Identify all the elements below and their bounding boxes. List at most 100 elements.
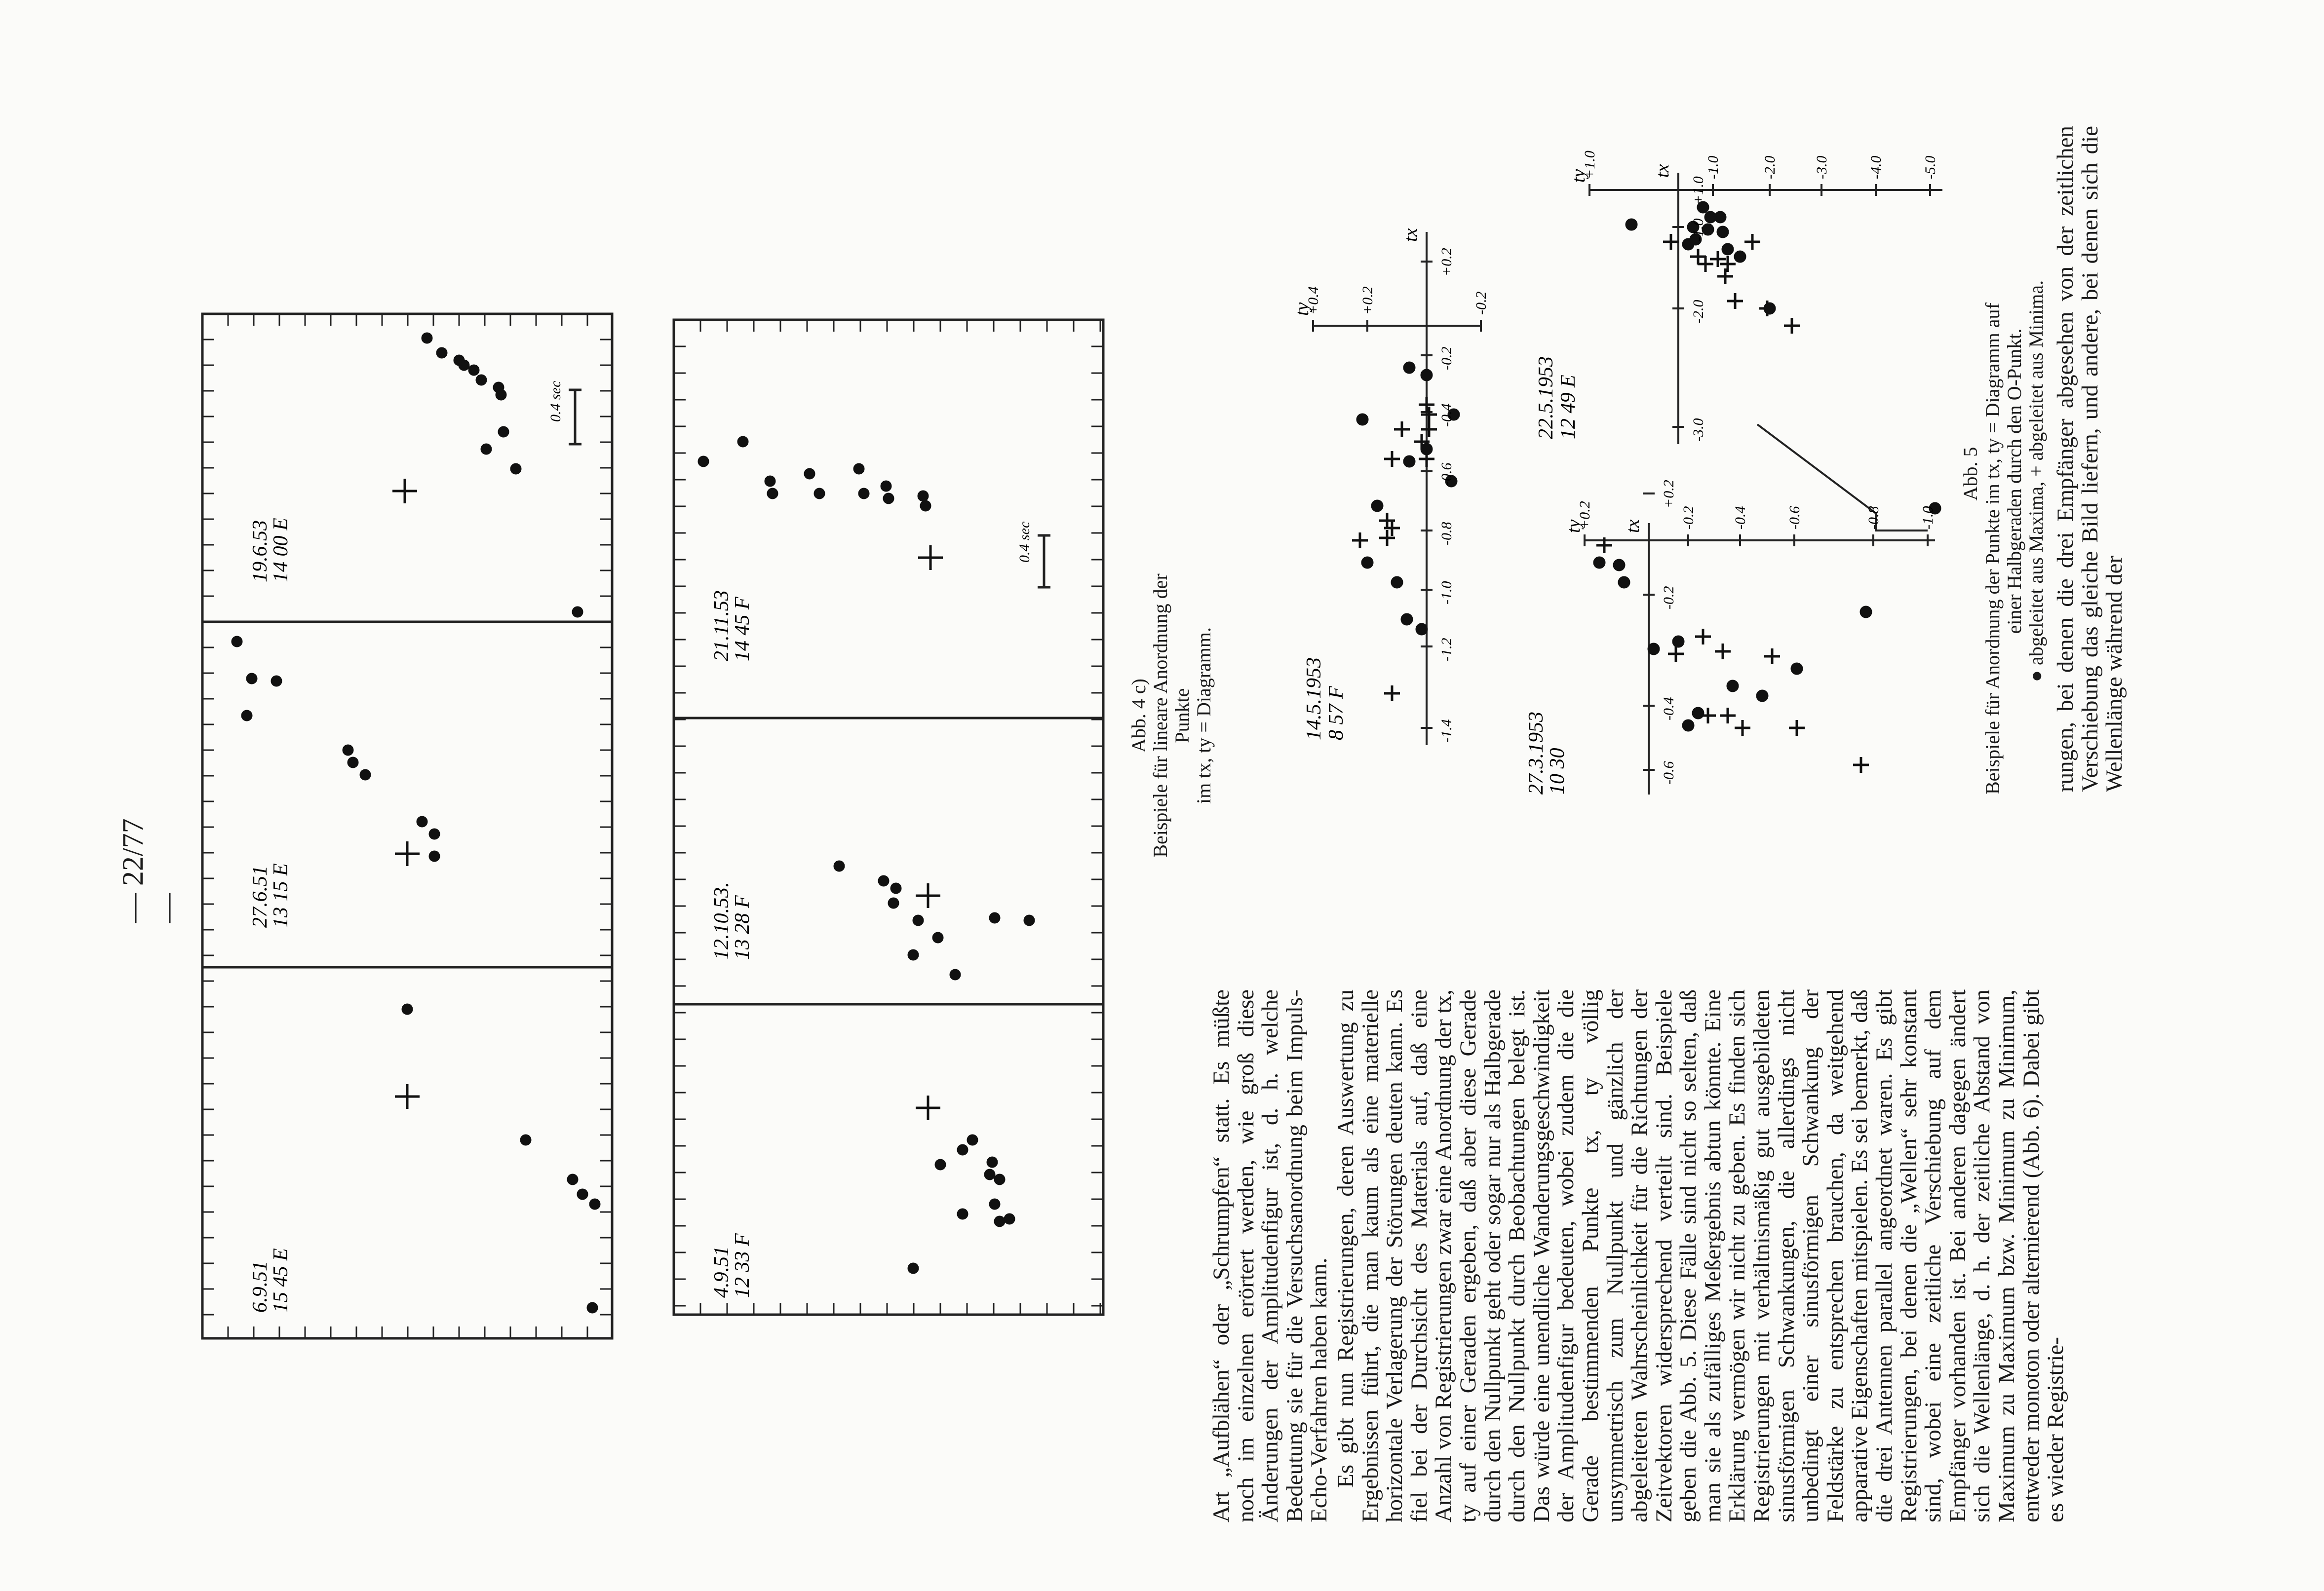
- fig4-point: [498, 426, 509, 438]
- fig5-tick-label: -0.6: [1661, 761, 1677, 785]
- fig5-maxima-point: [1447, 408, 1460, 421]
- filled-dot-icon: ●: [2025, 670, 2047, 682]
- fig4-point: [984, 1169, 996, 1180]
- fig4-panel-5-date: 12.10.53.: [710, 882, 733, 960]
- fig4-point: [920, 500, 931, 512]
- fig4-point: [917, 490, 929, 502]
- fig5-tick-label: -4.0: [1868, 156, 1884, 180]
- paragraph-3: rungen, bei denen die drei Empfänger abg…: [2053, 126, 2128, 792]
- fig5-c2-time: 10 30: [1546, 748, 1569, 795]
- fig5-tick-label: +0.2: [1577, 501, 1593, 530]
- fig5-maxima-point: [1647, 643, 1660, 655]
- fig4-point: [833, 860, 845, 872]
- fig5-tick-label: -0.4: [1732, 506, 1748, 530]
- fig4-top-border: [201, 312, 614, 1340]
- fig4-point: [858, 488, 870, 499]
- fig4-panel-labels: 6.9.51 15 45 E 27.6.51 13 15 E 19.6.53 1…: [249, 518, 754, 1313]
- fig5-tick-label: -2.0: [1762, 156, 1778, 180]
- fig4-scale-bar-top: [569, 388, 581, 446]
- fig4-panel-3-date: 19.6.53: [249, 520, 271, 582]
- fig4-point: [428, 828, 440, 840]
- fig4-point: [967, 1134, 978, 1146]
- fig4-panel-4-time: 12 33 F: [731, 1233, 754, 1298]
- fig5-caption-text-1: Beispiele für Anordnung der Punkte im tx…: [1981, 303, 2004, 795]
- fig5-maxima-point: [1415, 623, 1428, 636]
- fig4-caption-text-1: Beispiele für lineare Anordnung der Punk…: [1149, 573, 1193, 858]
- fig5-tick-label: -1.0: [1705, 156, 1721, 180]
- fig4-point: [271, 675, 282, 687]
- fig5-maxima-point: [1625, 218, 1638, 231]
- fig4-point: [1023, 914, 1035, 926]
- fig5-caption: Beispiele für Anordnung der Punkte im tx…: [1981, 168, 2047, 795]
- fig5-maxima-point: [1371, 499, 1384, 512]
- fig4-point: [421, 332, 433, 344]
- fig4-point: [737, 436, 749, 448]
- fig5-c2-tx-label: tx: [1623, 519, 1643, 533]
- fig5-maxima-point: [1618, 576, 1630, 589]
- fig4-point: [342, 744, 354, 756]
- fig4-scale-label-bottom: 0.4 sec: [1016, 522, 1033, 563]
- fig4-point: [231, 636, 243, 647]
- fig5-panel-labels: 14.5.1953 8 57 F 27.3.1953 10 30 22.5.19…: [1303, 356, 1580, 795]
- fig5-maxima-point: [1689, 233, 1702, 246]
- fig4-panel-6-date: 21.11.53: [710, 590, 733, 661]
- fig5-tick-label: -0.6: [1438, 463, 1455, 487]
- paragraph-1: Art „Aufblähen“ oder „Schrumpfen“ statt.…: [1208, 989, 1332, 1522]
- fig4-point: [347, 757, 359, 768]
- fig5-maxima-point: [1391, 576, 1403, 589]
- fig5-tick-labels: -1.4-1.2-1.0-0.8-0.6-0.4-0.2+0.2+0.4+0.2…: [1305, 151, 1938, 785]
- fig5-tick-label: +0.2: [1359, 286, 1376, 315]
- fig5-tick-label: -1.4: [1438, 720, 1455, 743]
- body-text-column-1: Art „Aufblähen“ oder „Schrumpfen“ statt.…: [1208, 989, 2069, 1522]
- fig4-point: [697, 455, 709, 467]
- fig5-maxima-point: [1403, 361, 1416, 374]
- fig5-maxima-point: [1613, 559, 1626, 571]
- fig5-maxima-point: [1420, 369, 1433, 381]
- fig5-maxima-point: [1721, 243, 1734, 256]
- fig4-scale-bar-bottom: [1038, 534, 1050, 589]
- fig4-point: [804, 468, 815, 480]
- fig4-point: [577, 1188, 588, 1200]
- fig4-point: [853, 463, 865, 475]
- fig5-maxima-point: [1704, 211, 1717, 224]
- fig4-point: [989, 912, 1001, 924]
- fig5-c1-date: 14.5.1953: [1303, 657, 1325, 740]
- fig5-maxima-point: [1687, 221, 1700, 233]
- fig4-point: [475, 374, 487, 386]
- fig4-point: [572, 606, 583, 618]
- fig5-maxima-point: [1790, 662, 1803, 675]
- fig5-tick-label: -0.2: [1438, 347, 1455, 371]
- fig4-panel-4-date: 4.9.51: [710, 1246, 733, 1298]
- fig5-tick-label: +0.4: [1305, 286, 1321, 315]
- fig5-c2-date: 27.3.1953: [1525, 712, 1548, 795]
- fig5-c3-tx-label: tx: [1652, 164, 1673, 178]
- fig5-c3-ty-label: ty: [1568, 169, 1589, 183]
- fig4-point: [932, 932, 944, 944]
- fig4-panel-6-time: 14 45 F: [731, 597, 754, 661]
- fig5-c2-ty-label: ty: [1563, 519, 1584, 533]
- fig4-caption-label: Abb. 4 c): [1127, 679, 1150, 753]
- fig4-panel-5-time: 13 28 F: [731, 895, 754, 960]
- fig5-leader-line: [1756, 423, 1928, 531]
- fig5-tick-label: +1.0: [1582, 151, 1598, 179]
- fig5-tick-label: -0.8: [1438, 522, 1455, 546]
- fig5-tick-label: -5.0: [1922, 156, 1938, 180]
- fig4-point: [949, 969, 961, 981]
- fig5-maxima-point: [1445, 475, 1458, 488]
- fig4-point: [428, 850, 440, 862]
- fig4-caption-text-2: im tx, ty = Diagramm.: [1193, 627, 1215, 804]
- fig5-tick-label: -3.0: [1814, 156, 1830, 180]
- fig4-point: [453, 354, 465, 366]
- body-text-column-2: rungen, bei denen die drei Empfänger abg…: [2053, 126, 2127, 792]
- fig5-c1-tx-label: tx: [1400, 228, 1421, 242]
- paragraph-2: Es gibt nun Registrierungen, deren Auswe…: [1332, 989, 2069, 1522]
- fig4-point: [907, 949, 919, 961]
- fig5-maxima-point: [1929, 502, 1941, 515]
- fig5-axes: [1313, 173, 1942, 795]
- fig4-point: [883, 492, 894, 504]
- fig5-c3-time: 12 49 E: [1557, 375, 1580, 439]
- fig4-point: [520, 1134, 532, 1146]
- fig5-data-points: [1352, 201, 1941, 773]
